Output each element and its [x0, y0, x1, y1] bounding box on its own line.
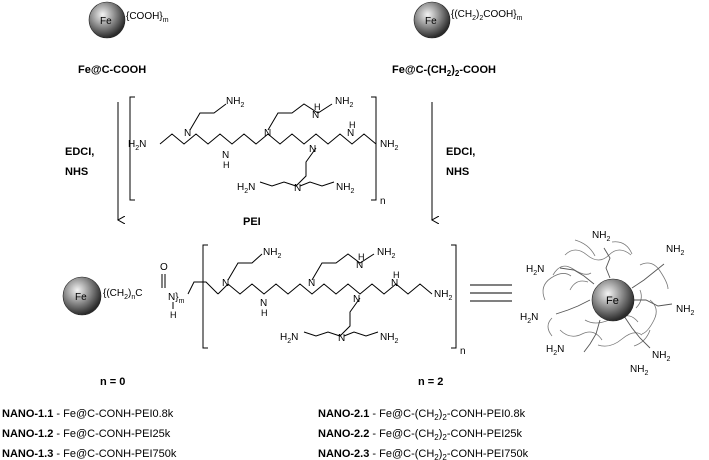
polymer-arms	[555, 247, 673, 353]
nano-item: NANO-1.3 - Fe@C-CONH-PEI750k	[2, 448, 177, 460]
pei-label: PEI	[243, 216, 261, 228]
equivalence-symbol	[470, 284, 512, 302]
amine-n: N	[353, 294, 360, 305]
amine-nh2: NH2	[336, 182, 354, 195]
amine-n: N	[308, 278, 315, 289]
surface-nh2: NH2	[676, 304, 694, 317]
amine-nh2: NH2	[380, 139, 398, 152]
surface-nh2: NH2	[652, 350, 670, 363]
amine-h2n: H2N	[280, 332, 298, 345]
amine-h2n: H2N	[128, 139, 146, 152]
fe-label: Fe	[100, 16, 112, 27]
amine-h: H	[223, 160, 230, 170]
amine-h: H	[358, 252, 365, 262]
amine-h: H	[349, 120, 356, 130]
reagent-edci: EDCI,	[446, 146, 475, 158]
iron-core-sphere	[591, 278, 635, 322]
pei-structure: n H2N N NH2 N H N H N NH2 N H N NH2 N H2…	[128, 96, 398, 228]
reaction-arrow-left: EDCI, NHS	[65, 102, 118, 220]
amine-n: N	[312, 110, 319, 121]
fe-label: Fe	[606, 295, 619, 307]
amine-n: N	[347, 128, 354, 139]
nano-item: NANO-1.2 - Fe@C-CONH-PEI25k	[2, 428, 171, 440]
amine-nh2: NH2	[335, 96, 353, 109]
amine-h: H	[393, 270, 400, 280]
amine-n: N	[184, 128, 191, 139]
n2-label: n = 2	[418, 376, 443, 388]
amine-n: N	[391, 278, 398, 289]
surface-h2n: H2N	[526, 264, 544, 277]
product-structure: Fe {(CH2)nC O N}m H n N NH2 N H N H N NH…	[62, 244, 466, 357]
amine-h: H	[314, 102, 321, 112]
reactant-left-name: Fe@C-COOH	[78, 64, 146, 76]
reactant-fe-c-cooh: Fe {COOH}m Fe@C-COOH	[78, 1, 169, 76]
carbonyl-o: O	[160, 262, 168, 273]
repeat-n: n	[380, 196, 386, 207]
nano-list-left: NANO-1.1 - Fe@C-CONH-PEI0.8k NANO-1.2 - …	[2, 408, 177, 460]
amine-nh2: NH2	[226, 96, 244, 109]
surface-h2n: H2N	[546, 344, 564, 357]
iron-nanoparticle-sphere	[62, 276, 102, 316]
fe-label: Fe	[75, 292, 87, 303]
iron-nanoparticle-sphere	[88, 1, 126, 39]
amine-n: N	[264, 128, 271, 139]
surface-h2n: H2N	[520, 312, 538, 325]
fe-label: Fe	[425, 16, 437, 27]
substituent-ch2-cooh: {(CH2)2COOH}m	[451, 9, 523, 22]
substituent-cooh: {COOH}m	[126, 11, 169, 24]
amine-h: H	[261, 308, 268, 318]
repeat-n: n	[460, 346, 466, 357]
nano-item: NANO-2.2 - Fe@C-(CH2)2-CONH-PEI25k	[318, 428, 523, 442]
product-linker: {(CH2)nC	[103, 288, 143, 301]
amine-n: N	[338, 333, 345, 344]
nano-item: NANO-2.1 - Fe@C-(CH2)2-CONH-PEI0.8k	[318, 408, 526, 422]
reagent-nhs: NHS	[65, 166, 88, 178]
reagent-nhs: NHS	[446, 166, 469, 178]
amine-h2n: H2N	[237, 182, 255, 195]
schematic-nanoparticle: Fe NH2 NH2 H2N NH2 H2N NH2 H2N NH2	[520, 230, 694, 377]
nano-list-right: NANO-2.1 - Fe@C-(CH2)2-CONH-PEI0.8k NANO…	[318, 408, 529, 460]
polymer-cloud	[542, 239, 669, 347]
amine-nh2: NH2	[263, 247, 281, 260]
amine-nh2: NH2	[377, 247, 395, 260]
amine-n: N	[356, 260, 363, 271]
nano-item: NANO-2.3 - Fe@C-(CH2)2-CONH-PEI750k	[318, 448, 529, 460]
iron-nanoparticle-sphere	[413, 1, 451, 39]
n0-label: n = 0	[100, 376, 125, 388]
reaction-arrow-right: EDCI, NHS	[432, 102, 475, 220]
amine-n: N	[294, 183, 301, 194]
amine-n: N	[222, 278, 229, 289]
surface-nh2: NH2	[666, 244, 684, 257]
amine-nh2: NH2	[380, 332, 398, 345]
surface-nh2: NH2	[592, 230, 610, 243]
amide-n: N}m	[168, 292, 185, 305]
surface-nh2: NH2	[630, 364, 648, 377]
reagent-edci: EDCI,	[65, 146, 94, 158]
amine-n: N	[222, 150, 229, 161]
amine-nh2: NH2	[434, 289, 452, 302]
amine-n: N	[309, 144, 316, 155]
reactant-right-name: Fe@C-(CH2)2-COOH	[392, 64, 496, 78]
reactant-fe-c-ch2-2-cooh: Fe {(CH2)2COOH}m Fe@C-(CH2)2-COOH	[392, 1, 523, 78]
nano-item: NANO-1.1 - Fe@C-CONH-PEI0.8k	[2, 408, 174, 420]
amine-n: N	[260, 298, 267, 309]
amide-h: H	[170, 310, 177, 320]
